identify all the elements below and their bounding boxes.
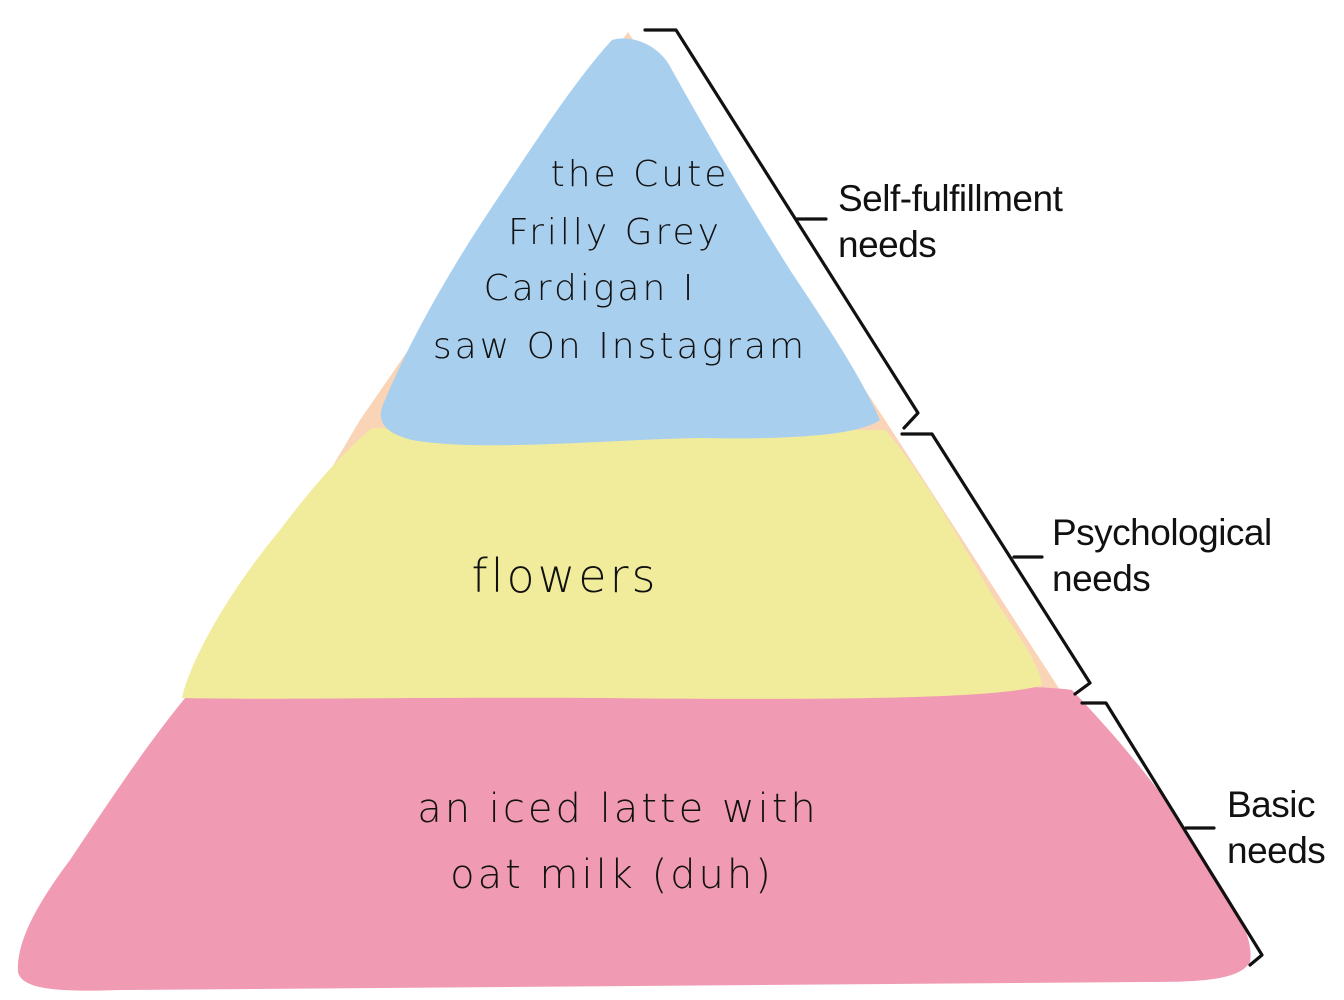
- bracket-basic: [1080, 701, 1264, 967]
- pyramid-tier-bottom: [17, 686, 1251, 991]
- bracket-psychological: [900, 432, 1092, 696]
- label-line: Psychological: [1052, 512, 1272, 553]
- pyramid-tier-top: [380, 38, 880, 446]
- label-basic-needs: Basic needs: [1227, 784, 1326, 871]
- label-line: needs: [1227, 830, 1325, 871]
- tier-top-note-line: Frilly Grey: [508, 212, 722, 253]
- tier-top-note-line: the Cute: [551, 154, 730, 195]
- label-line: Self-fulfillment: [838, 178, 1064, 219]
- label-line: needs: [838, 224, 936, 265]
- tier-top-note-line: saw On Instagram: [433, 326, 807, 367]
- tier-bottom-note-line: oat milk (duh): [450, 852, 774, 898]
- label-line: needs: [1052, 558, 1150, 599]
- tier-bottom-note-line: an iced latte with: [417, 786, 819, 832]
- tier-middle-note-line: flowers: [472, 549, 659, 603]
- pyramid-tier-middle: [182, 428, 1042, 699]
- tier-top-note: the Cute Frilly Grey Cardigan I saw On I…: [433, 154, 807, 367]
- label-line: Basic: [1227, 784, 1315, 825]
- bracket-self-fulfillment: [643, 28, 920, 430]
- label-psychological-needs: Psychological needs: [1052, 512, 1272, 599]
- label-self-fulfillment-needs: Self-fulfillment needs: [838, 178, 1064, 265]
- tier-bottom-note: an iced latte with oat milk (duh): [417, 786, 819, 898]
- tier-middle-note: flowers: [472, 549, 659, 603]
- tier-top-note-line: Cardigan I: [484, 268, 697, 309]
